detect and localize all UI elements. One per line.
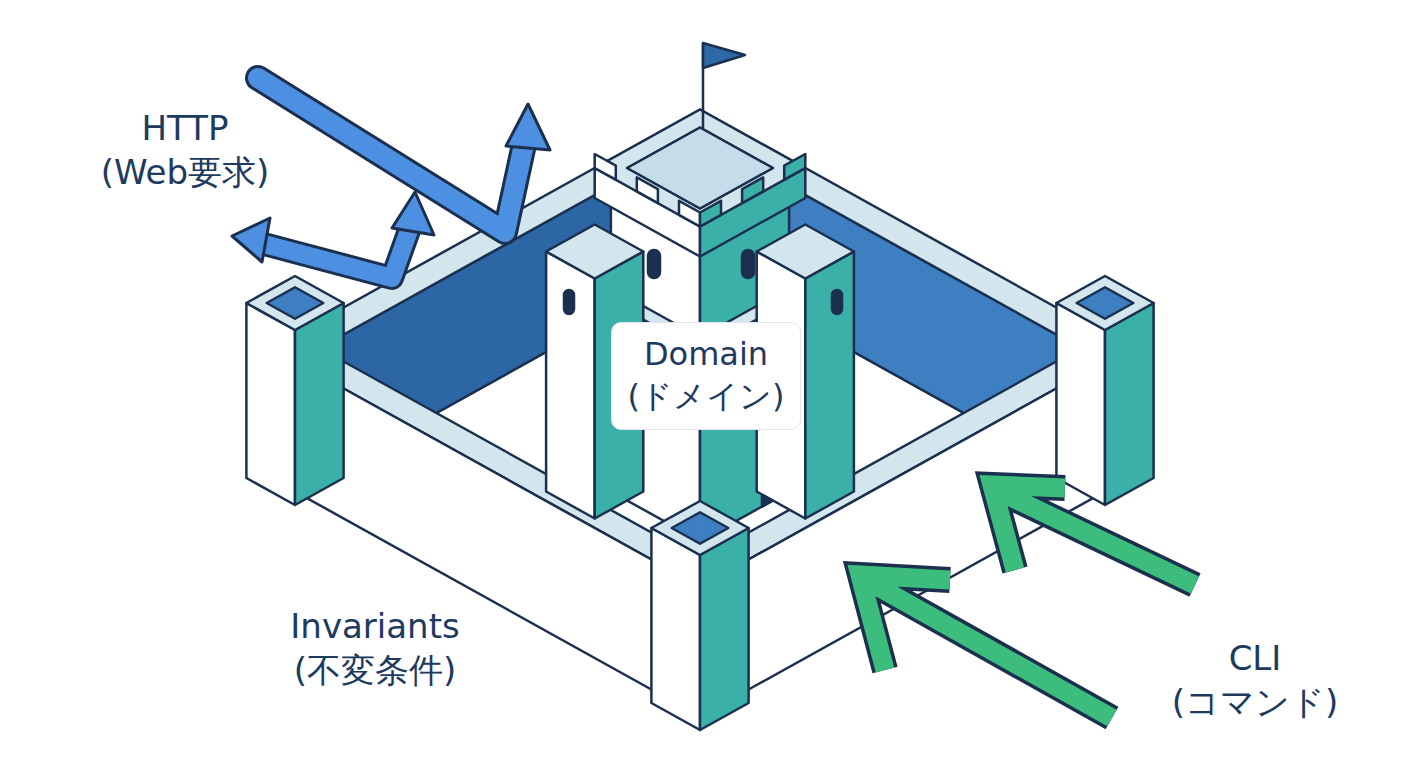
http-arrow bbox=[264, 222, 412, 278]
corner-tower-top bbox=[651, 501, 748, 555]
cli-arrow-outline bbox=[992, 485, 1195, 585]
tower-top bbox=[546, 225, 643, 279]
node-text: Domain (ドメイン) bbox=[628, 334, 785, 417]
castle bbox=[246, 43, 1153, 730]
corner-tower-top bbox=[1056, 276, 1153, 330]
http-arrows bbox=[232, 78, 550, 278]
port-label: CLI (コマンド) bbox=[1172, 636, 1339, 724]
flag bbox=[703, 43, 745, 68]
arrow-head bbox=[232, 218, 270, 262]
port-label: Invariants (不変条件) bbox=[290, 604, 459, 692]
tower-face bbox=[805, 252, 854, 519]
corner-tower-well bbox=[267, 287, 324, 319]
corner-tower-face bbox=[246, 303, 295, 505]
cli-arrows bbox=[860, 485, 1195, 718]
corner-tower-face bbox=[295, 303, 344, 505]
http-arrow-outline bbox=[264, 222, 412, 278]
corner-tower-well bbox=[672, 512, 729, 544]
arrow-head bbox=[392, 192, 434, 235]
domain-box: Domain (ドメイン) bbox=[611, 322, 801, 430]
merlon bbox=[700, 201, 721, 227]
corner-tower-well bbox=[1077, 287, 1134, 319]
tower-face bbox=[546, 252, 595, 519]
corner-tower-top bbox=[246, 276, 343, 330]
corner-tower-face bbox=[1105, 303, 1154, 505]
port-label: HTTP (Web要求) bbox=[101, 106, 270, 194]
merlon bbox=[784, 154, 805, 180]
cli-arrow bbox=[860, 575, 1112, 718]
tower-top bbox=[757, 225, 854, 279]
window bbox=[832, 290, 842, 314]
parapet-top bbox=[595, 110, 806, 227]
window bbox=[648, 250, 660, 278]
merlon bbox=[679, 201, 700, 227]
corner-tower-face bbox=[651, 528, 700, 730]
cli-arrow bbox=[992, 485, 1195, 585]
merlon bbox=[742, 177, 763, 203]
corner-tower-face bbox=[700, 528, 749, 730]
parapet-floor bbox=[627, 128, 773, 209]
merlon bbox=[637, 177, 658, 203]
corner-tower-face bbox=[1056, 303, 1105, 505]
cli-arrow-outline bbox=[860, 575, 1112, 718]
window bbox=[742, 250, 754, 278]
merlon bbox=[595, 154, 616, 180]
arrow-head bbox=[506, 104, 550, 150]
window bbox=[564, 290, 574, 314]
http-arrow bbox=[258, 78, 526, 232]
http-arrow-outline bbox=[258, 78, 526, 232]
